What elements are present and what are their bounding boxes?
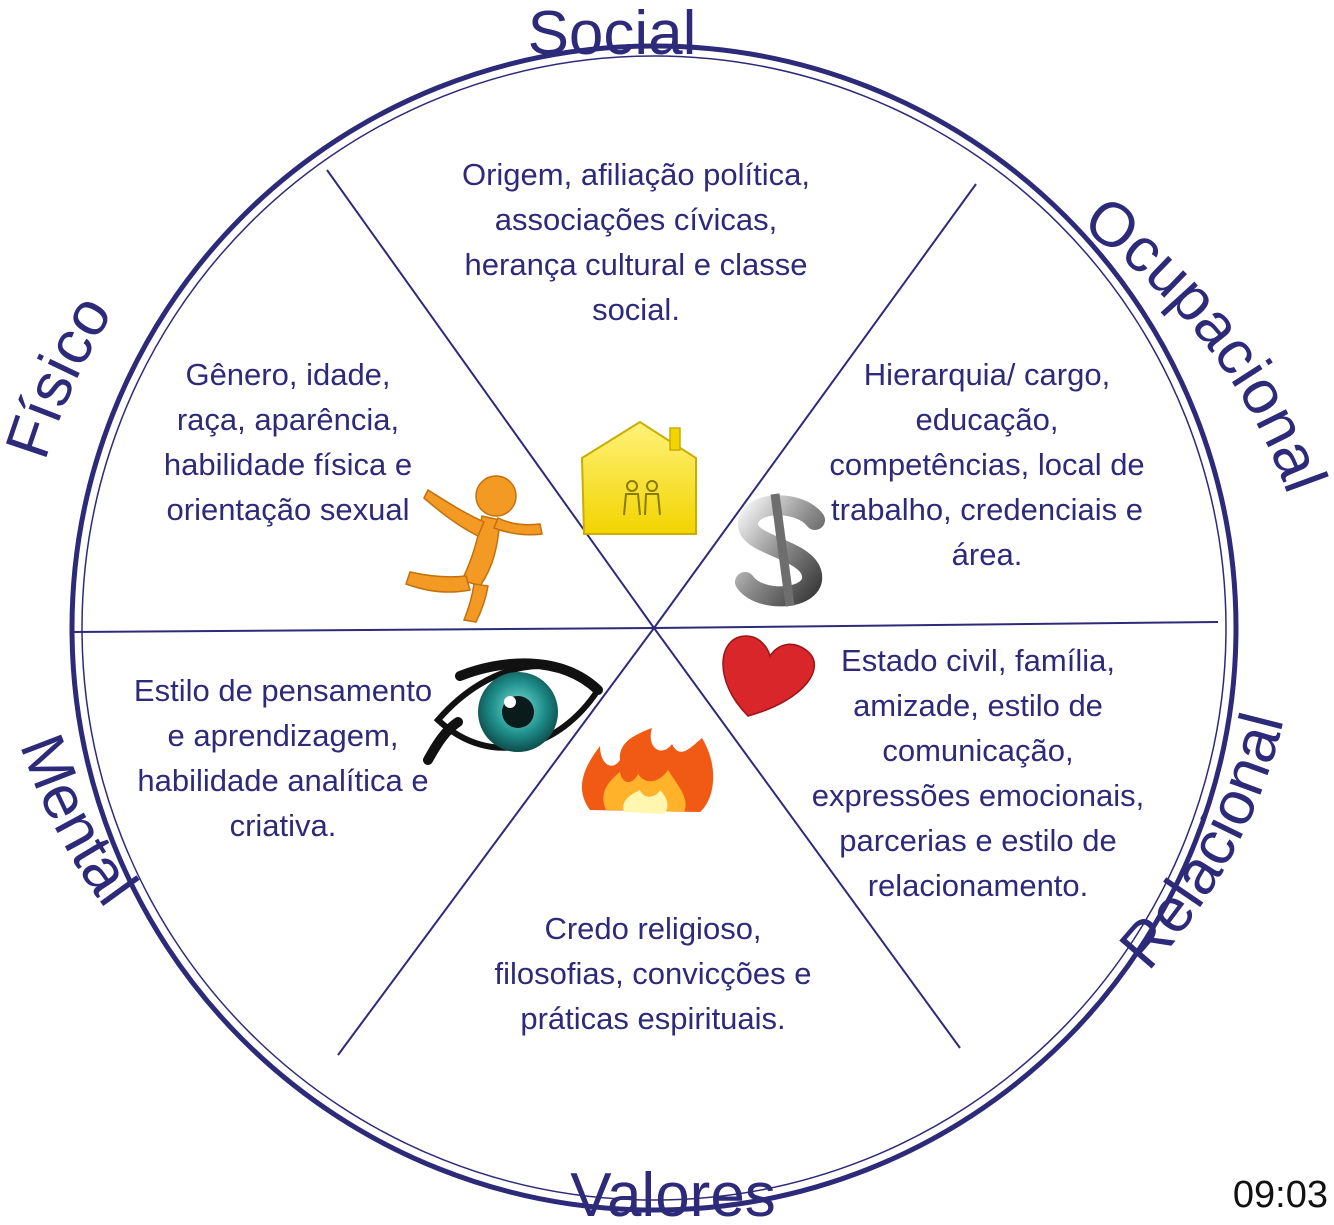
divider-bottom-left [337,627,655,1056]
divider-top-left [326,169,655,629]
segment-fisico-text: Gênero, idade, raça, aparência, habilida… [163,357,413,527]
house-family-icon [580,420,697,535]
divider-top-right [653,183,977,629]
eye-icon [423,658,603,765]
dancing-figure-icon [405,475,543,623]
label-social: Social [528,0,697,68]
segment-relacional-text: Estado civil, família, amizade, estilo d… [811,643,1145,903]
segment-dividers [71,169,1219,1056]
divider-bottom-right [653,627,961,1049]
flame-icon [581,728,714,814]
divider-left [71,627,655,633]
wheel-inner-ring [81,55,1227,1201]
segment-social-text: Origem, afiliação política, associações … [461,157,811,327]
segment-valores-text: Credo religioso, filosofias, convicções … [494,911,812,1036]
label-valores: Valores [570,1161,776,1225]
heart-icon [722,635,816,717]
divider-right [653,621,1219,629]
clock-time: 09:03 [1232,1174,1328,1216]
segment-mental-text: Estilo de pensamento e aprendizagem, hab… [133,673,433,843]
segment-ocupacional-text: Hierarquia/ cargo, educação, competência… [829,357,1145,572]
dollar-sign-icon [735,493,825,607]
